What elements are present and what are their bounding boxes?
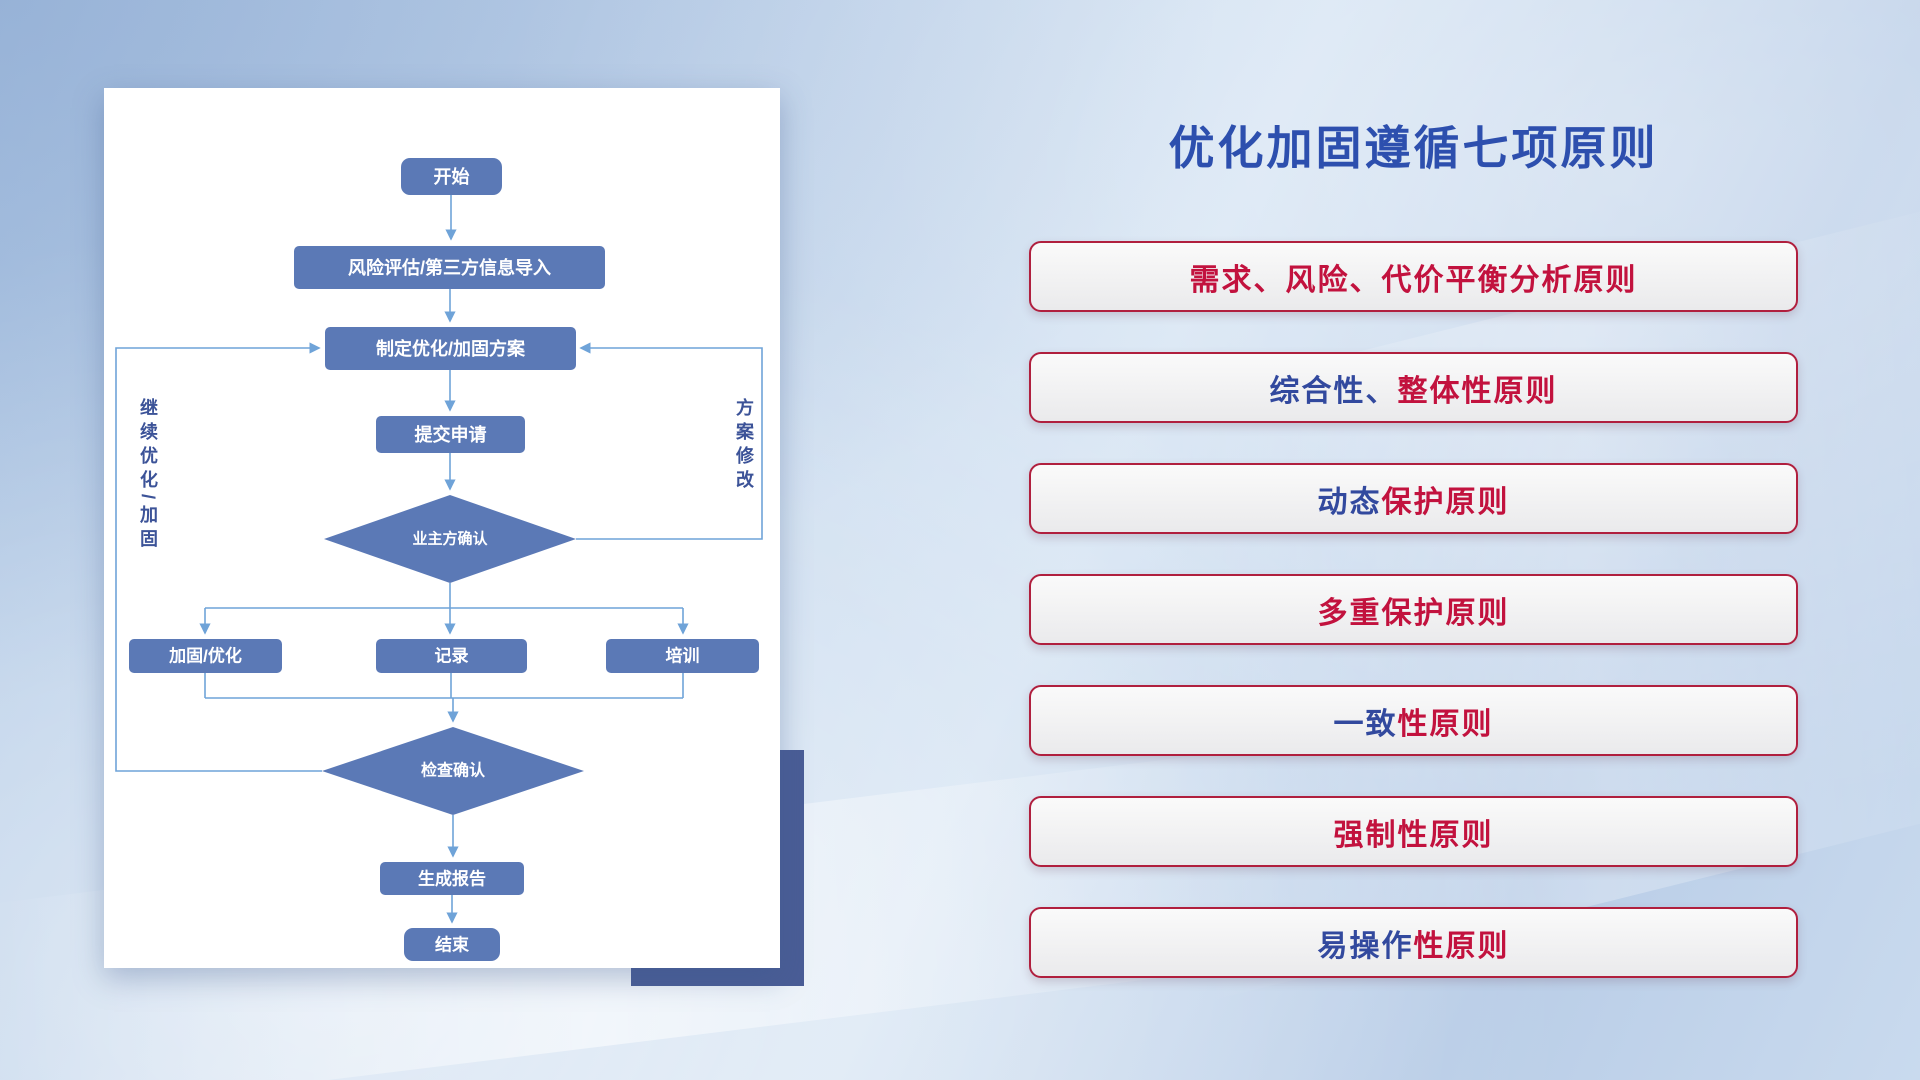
flow-node-risk-import: 风险评估/第三方信息导入 bbox=[294, 246, 605, 289]
principle-3-blue-text: 动态 bbox=[1317, 485, 1382, 519]
principle-2-blue-text: 综合性、 bbox=[1269, 374, 1398, 408]
principle-1-red-text: 需求、风险、代价平衡分析原则 bbox=[1189, 263, 1638, 297]
flow-node-submit: 提交申请 bbox=[376, 416, 525, 453]
flow-node-check-confirm-label: 检查确认 bbox=[421, 761, 486, 780]
principle-7-blue-text: 易操作 bbox=[1317, 929, 1414, 963]
flow-node-start-label: 开始 bbox=[434, 166, 470, 187]
flow-node-training-label: 培训 bbox=[666, 646, 700, 666]
flow-node-check-confirm: 检查确认 bbox=[322, 727, 584, 815]
flow-node-make-plan: 制定优化/加固方案 bbox=[325, 327, 576, 370]
side-label-continue: 继续优化/加固 bbox=[138, 397, 159, 553]
principle-7-red-text: 性原则 bbox=[1413, 929, 1510, 963]
principle-item-5: 一致性原则 bbox=[1029, 685, 1798, 756]
principle-item-7: 易操作性原则 bbox=[1029, 907, 1798, 978]
principle-2-red-text: 整体性原则 bbox=[1397, 374, 1558, 408]
flow-node-submit-label: 提交申请 bbox=[415, 424, 487, 445]
principle-item-2: 综合性、整体性原则 bbox=[1029, 352, 1798, 423]
flow-node-risk-import-label: 风险评估/第三方信息导入 bbox=[348, 257, 551, 278]
flow-node-report-label: 生成报告 bbox=[418, 869, 486, 889]
flow-node-make-plan-label: 制定优化/加固方案 bbox=[376, 338, 526, 359]
principle-item-6: 强制性原则 bbox=[1029, 796, 1798, 867]
principle-4-red-text: 多重保护原则 bbox=[1317, 596, 1510, 630]
flow-node-owner-confirm-label: 业主方确认 bbox=[412, 530, 488, 548]
side-label-modify: 方案修改 bbox=[734, 397, 755, 494]
principle-3-red-text: 保护原则 bbox=[1381, 485, 1510, 519]
flow-node-end-label: 结束 bbox=[435, 935, 469, 955]
flow-node-report: 生成报告 bbox=[380, 862, 524, 895]
flow-node-record-label: 记录 bbox=[435, 647, 469, 666]
principle-item-4: 多重保护原则 bbox=[1029, 574, 1798, 645]
flowchart: 开始 风险评估/第三方信息导入 制定优化/加固方案 提交申请 业主方确认 加固/ bbox=[115, 158, 763, 961]
flow-node-reinforce: 加固/优化 bbox=[129, 639, 282, 673]
flow-node-record: 记录 bbox=[376, 639, 527, 673]
principle-item-1: 需求、风险、代价平衡分析原则 bbox=[1029, 241, 1798, 312]
flow-node-owner-confirm: 业主方确认 bbox=[324, 495, 576, 583]
flow-node-reinforce-label: 加固/优化 bbox=[168, 646, 242, 666]
principle-6-red-text: 强制性原则 bbox=[1333, 818, 1494, 852]
principle-list: 需求、风险、代价平衡分析原则 综合性、整体性原则 动态保护原则 多重保护原则 一… bbox=[1029, 241, 1798, 978]
principle-5-blue-text: 一致 bbox=[1333, 707, 1398, 741]
flowchart-card: 开始 风险评估/第三方信息导入 制定优化/加固方案 提交申请 业主方确认 加固/ bbox=[104, 88, 780, 968]
page-title: 优化加固遵循七项原则 bbox=[1168, 122, 1659, 174]
flow-node-end: 结束 bbox=[404, 928, 500, 961]
flow-node-training: 培训 bbox=[606, 639, 759, 673]
principle-item-3: 动态保护原则 bbox=[1029, 463, 1798, 534]
flow-node-start: 开始 bbox=[401, 158, 502, 195]
principle-5-red-text: 性原则 bbox=[1397, 707, 1494, 741]
